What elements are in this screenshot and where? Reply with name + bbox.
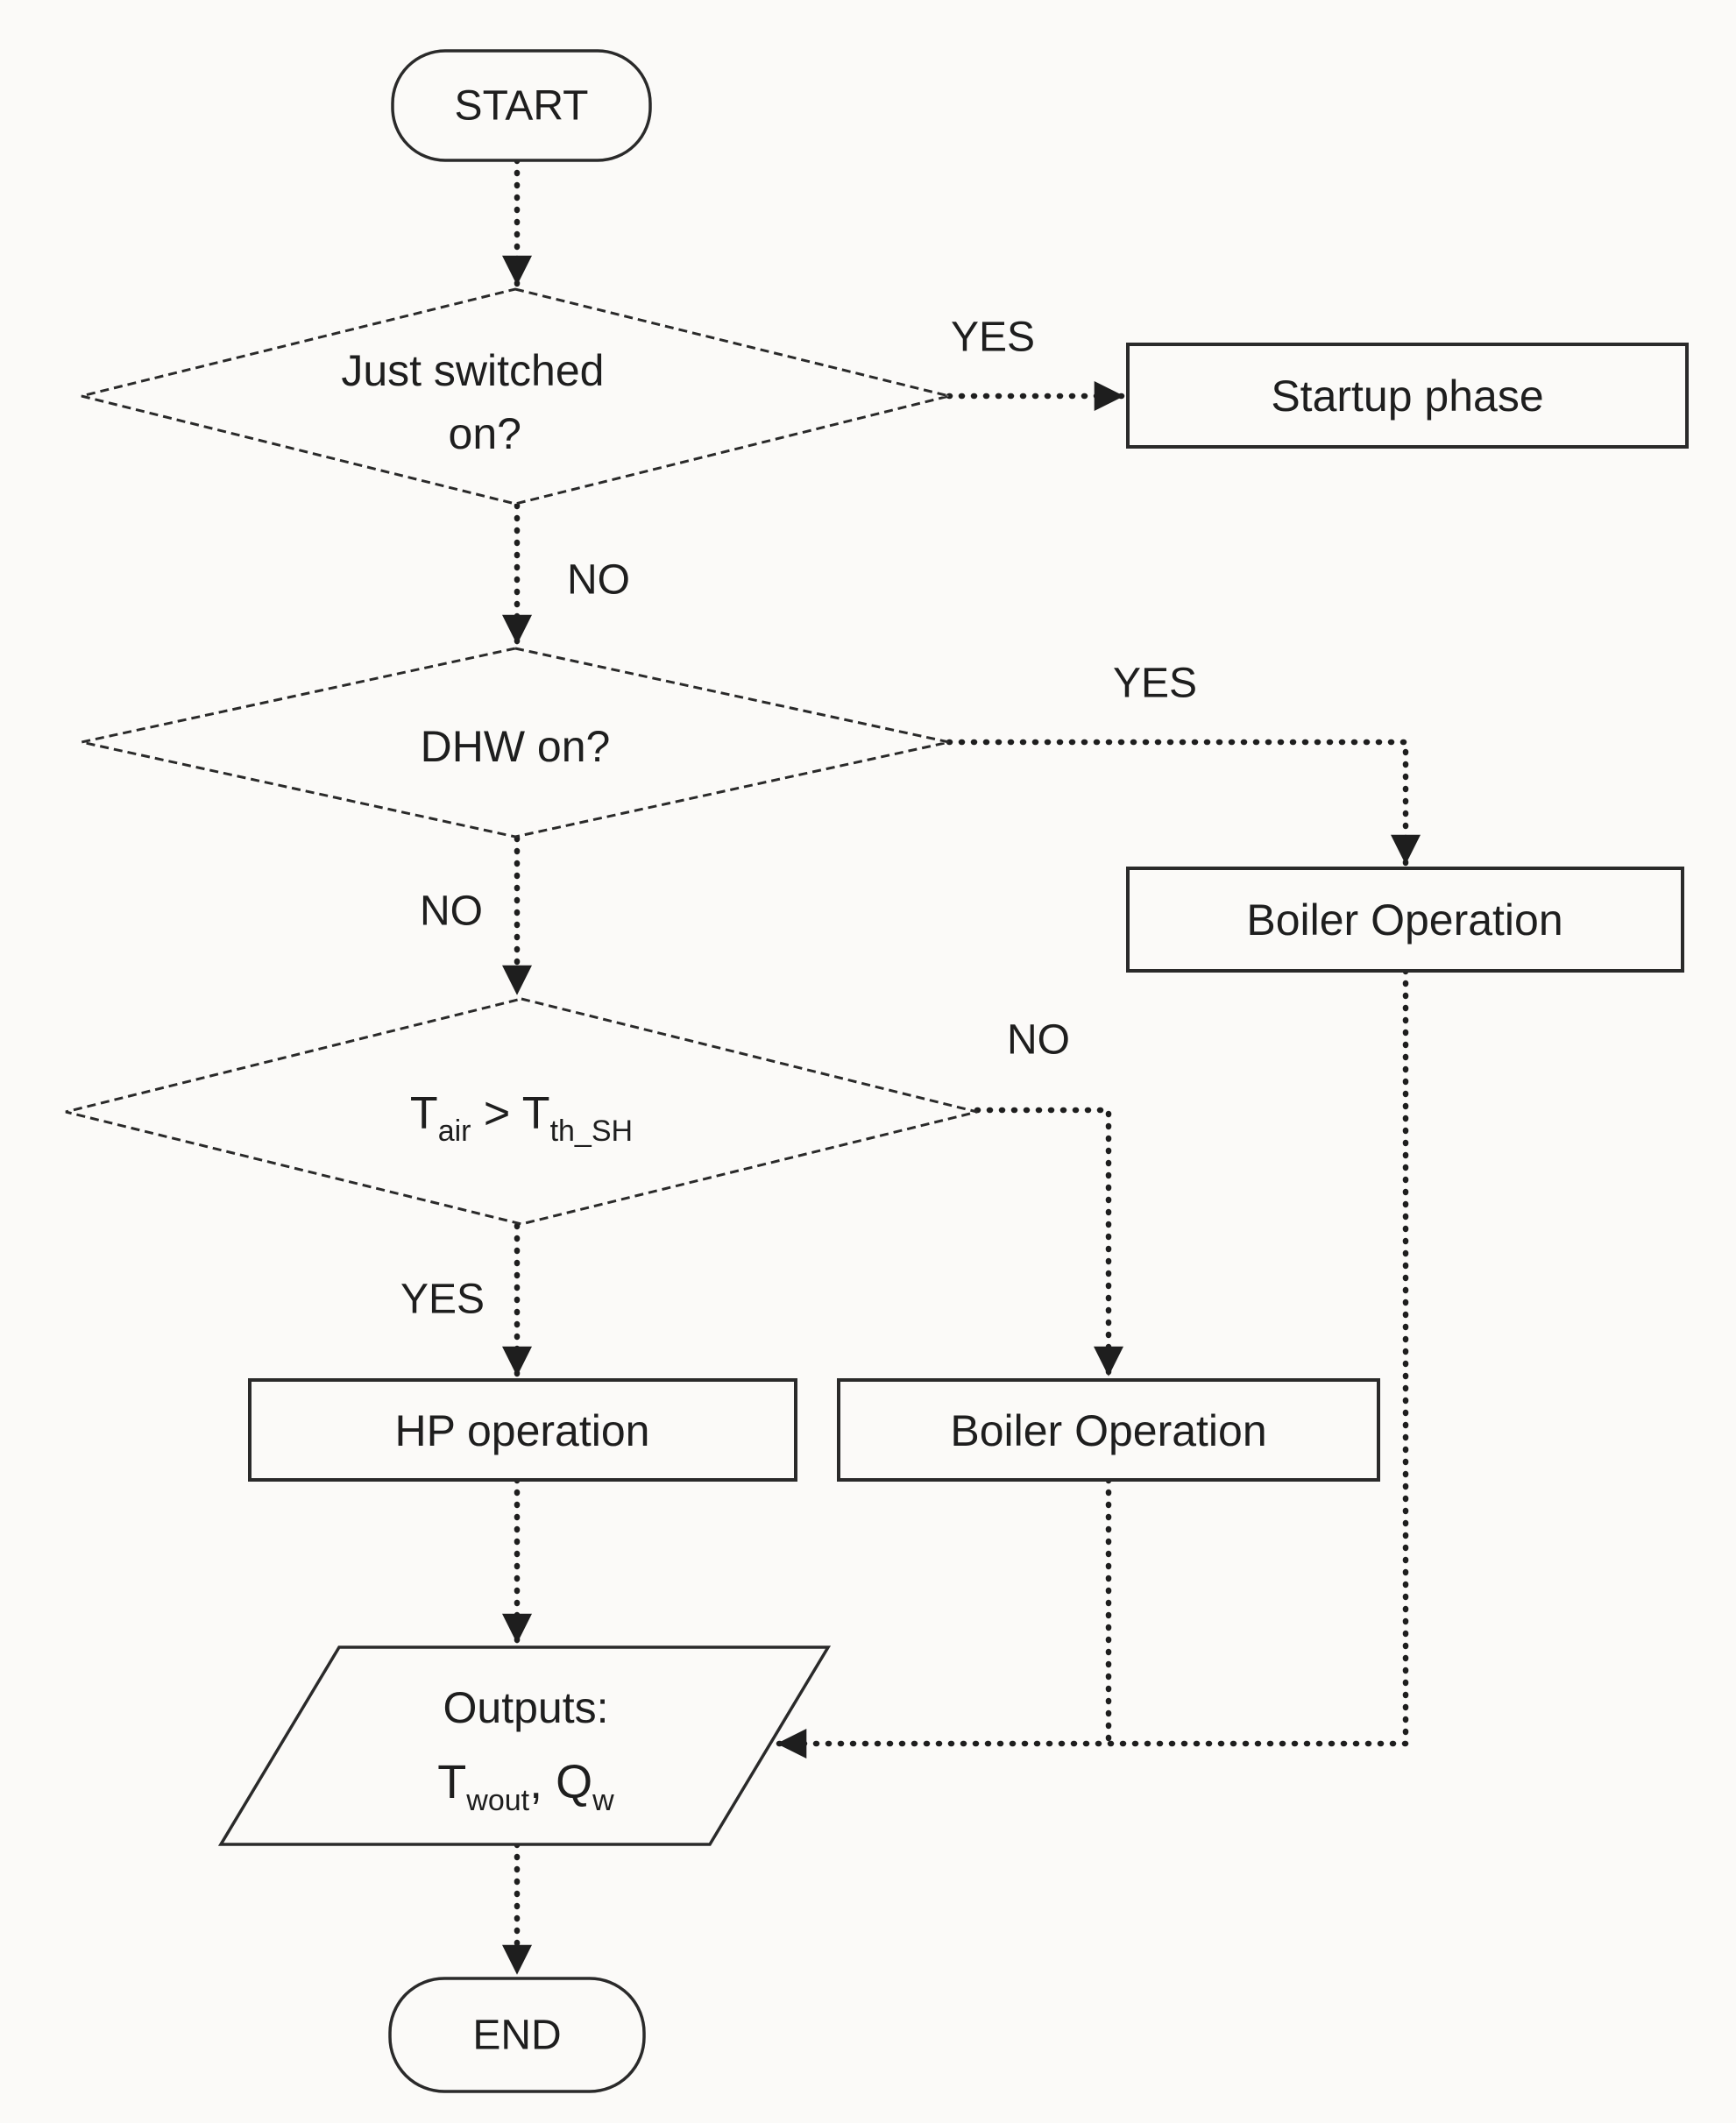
edge-label-yes-3: YES xyxy=(400,1277,485,1323)
io-outputs xyxy=(217,1645,832,1846)
io-outputs-line2: Twout, Qw xyxy=(437,1756,614,1817)
edge-label-no-2: NO xyxy=(420,888,483,935)
edge-labels: YES NO YES NO NO YES xyxy=(400,315,1197,1323)
process-hp-operation xyxy=(248,1378,797,1482)
decision-dhw-on-label: DHW on? xyxy=(421,722,611,771)
process-hp-operation-label: HP operation xyxy=(395,1406,650,1455)
io-outputs-line1: Outputs: xyxy=(443,1683,609,1732)
edge-label-no-1: NO xyxy=(567,557,630,604)
process-boiler-operation-middle-label: Boiler Operation xyxy=(950,1406,1266,1455)
process-startup-phase xyxy=(1126,343,1689,449)
decision-just-switched-on xyxy=(81,287,950,506)
decision-dhw-on xyxy=(81,647,950,839)
edge-label-yes-2: YES xyxy=(1113,661,1197,707)
edge-dhw-yes-to-boiler-right xyxy=(946,739,1421,867)
terminator-start-label: START xyxy=(455,83,589,130)
process-boiler-operation-middle xyxy=(837,1378,1380,1482)
process-boiler-operation-right xyxy=(1126,867,1684,973)
terminator-start xyxy=(391,49,652,162)
terminator-end-label: END xyxy=(472,2013,561,2059)
decision-tair-gt-tthsh xyxy=(65,997,978,1226)
decision-just-switched-on-label: Just switched on? xyxy=(0,0,690,458)
decision-tair-gt-tthsh-label: Tair > Tth_SH xyxy=(410,1088,633,1148)
edge-tair-no-to-boiler-mid xyxy=(974,1107,1123,1378)
terminator-end xyxy=(388,1977,646,2093)
process-boiler-operation-right-label: Boiler Operation xyxy=(1246,895,1562,945)
process-startup-phase-label: Startup phase xyxy=(1271,372,1543,421)
edge-label-no-3: NO xyxy=(1007,1017,1070,1064)
edges xyxy=(502,157,1421,1977)
nodes: START Just switched on? Startup phase DH… xyxy=(0,0,1689,2093)
edge-label-yes-1: YES xyxy=(951,315,1035,361)
